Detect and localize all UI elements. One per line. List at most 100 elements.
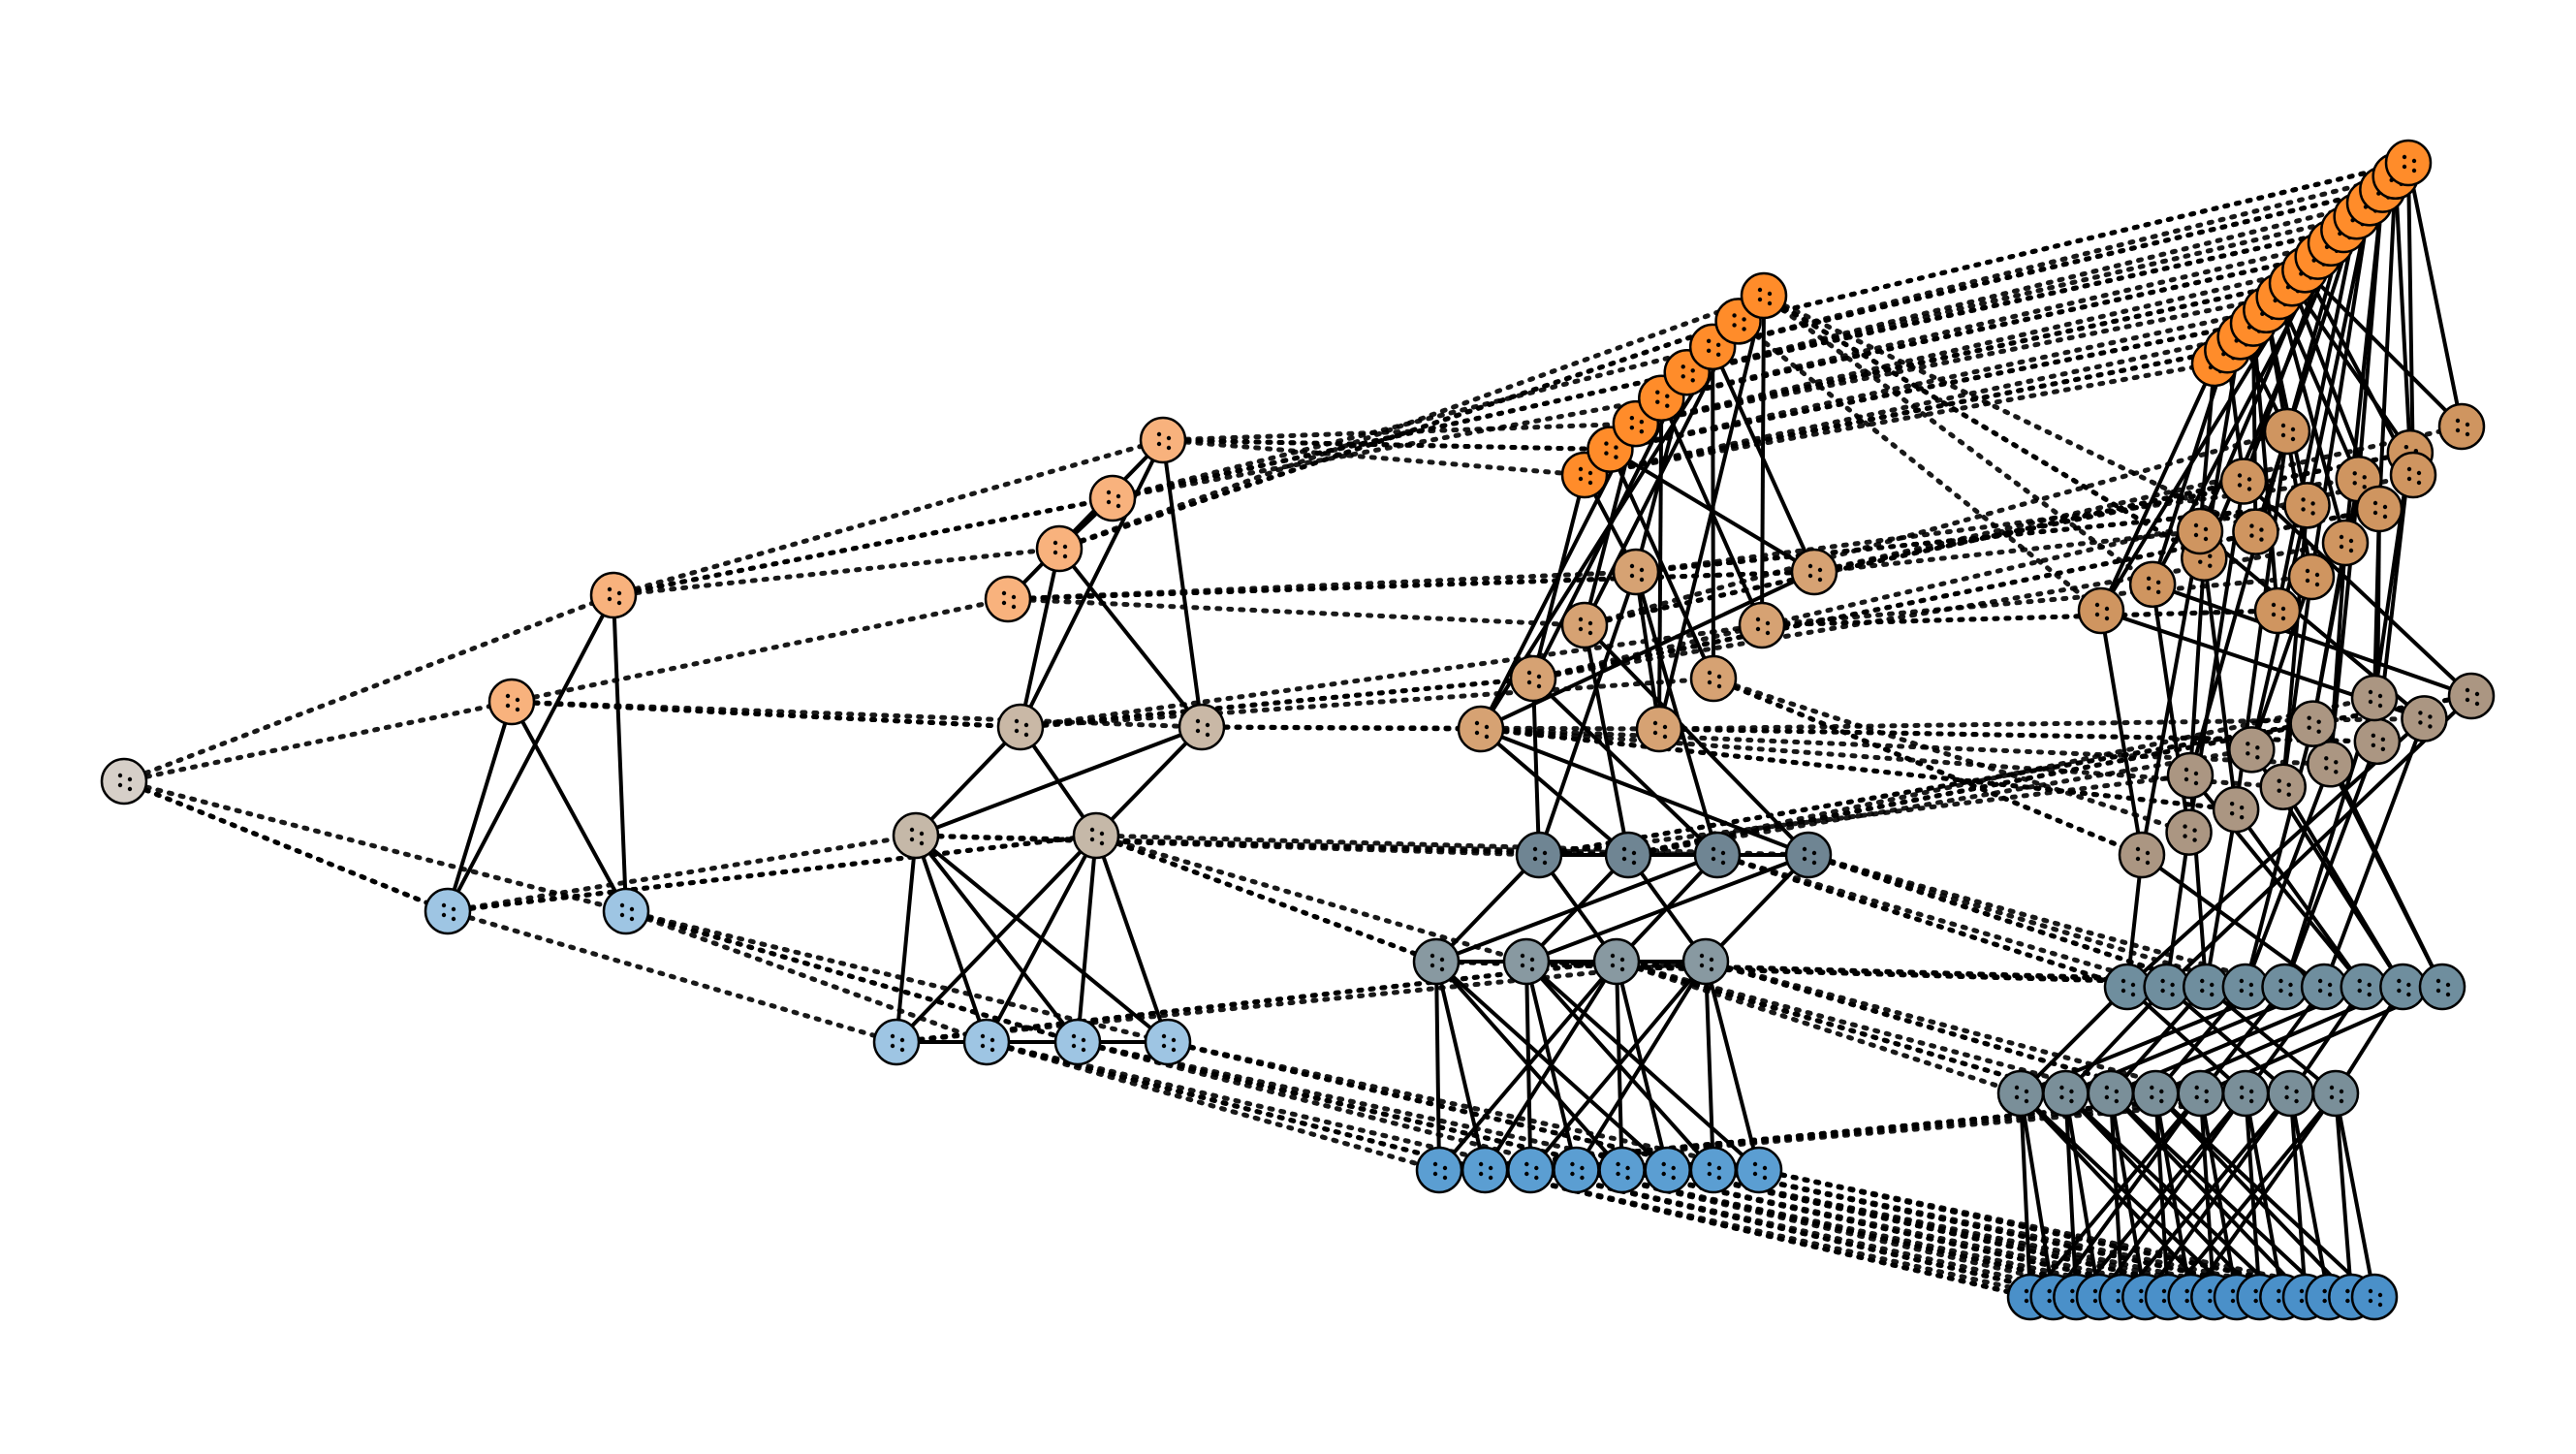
graph-node <box>2259 763 2307 810</box>
solid-edge <box>2165 694 2473 989</box>
node-dot <box>2024 1089 2029 1094</box>
solid-edge <box>2165 985 2292 1095</box>
node-circle <box>2283 482 2331 529</box>
graph-node <box>1996 1069 2045 1118</box>
dotted-edge <box>1093 833 1811 858</box>
dotted-edge <box>1633 294 2282 427</box>
dotted-edge <box>1607 307 2269 453</box>
node-dot <box>505 703 511 709</box>
node-dot <box>2286 792 2291 797</box>
graph-node <box>962 1018 1011 1066</box>
solid-edge <box>2372 508 2381 699</box>
node-dot <box>2465 697 2470 703</box>
node-dot <box>1715 352 1721 358</box>
node-circle <box>2350 1273 2399 1321</box>
graph-node <box>1693 831 1742 879</box>
node-dot <box>2159 1098 2164 1104</box>
node-circle <box>2132 1069 2180 1118</box>
node-dot <box>1716 1175 1722 1181</box>
node-dot <box>2183 824 2187 829</box>
solid-edge <box>2303 268 2464 428</box>
dotted-edge <box>445 833 919 914</box>
graph-node <box>2183 963 2230 1011</box>
solid-edge <box>1704 853 1810 964</box>
node-dot <box>909 837 915 842</box>
node-dot <box>2024 1098 2029 1104</box>
node-dot <box>1205 722 1210 728</box>
node-dot <box>1662 724 1668 730</box>
node-dot <box>1442 1165 1448 1171</box>
graph-node <box>2447 672 2496 720</box>
node-dot <box>505 693 511 699</box>
graph-node <box>872 1018 921 1066</box>
solid-edge <box>1434 853 1541 964</box>
node-dot <box>2299 1298 2305 1304</box>
solid-edge <box>1019 439 1165 728</box>
solid-edge <box>2406 162 2415 476</box>
node-dot <box>1665 394 1670 398</box>
solid-edge <box>2099 610 2144 856</box>
node-dot <box>2277 1298 2281 1304</box>
solid-edge <box>1479 423 1638 730</box>
node-dot <box>2146 585 2152 591</box>
solid-edge <box>1524 960 1761 1172</box>
node-dot <box>1631 850 1637 856</box>
node-dot <box>1742 317 1746 322</box>
node-dot <box>2284 1094 2289 1100</box>
dotted-edge <box>1614 959 2024 1096</box>
solid-edge <box>1479 727 1630 857</box>
solid-edge <box>2063 1091 2262 1299</box>
node-dot <box>2465 422 2470 427</box>
node-dot <box>1661 1171 1666 1177</box>
node-dot <box>1755 626 1761 632</box>
node-dot <box>2294 1098 2299 1104</box>
node-dot <box>2348 548 2354 553</box>
node-circle <box>2321 519 2370 567</box>
node-circle <box>2350 674 2399 722</box>
node-dot <box>2362 475 2367 480</box>
node-dot <box>2146 576 2152 582</box>
node-dot <box>2253 1288 2258 1294</box>
node-dot <box>1081 1047 1086 1053</box>
node-dot <box>2183 776 2189 782</box>
node-dot <box>2246 742 2250 746</box>
graph-node <box>2221 1069 2270 1118</box>
node-dot <box>1432 1161 1438 1167</box>
node-dot <box>2314 572 2320 578</box>
node-dot <box>2402 154 2407 160</box>
node-dot <box>1629 425 1635 430</box>
graph-node <box>1604 831 1652 879</box>
node-dot <box>1115 503 1121 509</box>
graph-node <box>2311 1069 2360 1118</box>
node-dot <box>1166 445 1172 451</box>
solid-edge <box>2251 323 2279 612</box>
dotted-edge <box>1093 833 1439 964</box>
node-circle <box>2340 963 2387 1011</box>
graph-node <box>2350 1273 2399 1321</box>
node-dot <box>1534 1175 1539 1181</box>
node-circle <box>2183 963 2230 1011</box>
node-dot <box>2288 992 2293 997</box>
graph-node <box>602 887 650 935</box>
node-dot <box>1690 378 1695 383</box>
node-dot <box>2428 724 2433 729</box>
node-dot <box>2014 1094 2020 1100</box>
node-dot <box>441 902 447 908</box>
node-dot <box>2161 1288 2167 1294</box>
solid-edge <box>2288 1092 2331 1298</box>
solid-edge <box>914 834 1170 1044</box>
node-circle <box>1178 703 1226 751</box>
node-dot <box>2368 699 2373 705</box>
node-dot <box>2248 992 2254 997</box>
node-dot <box>1629 573 1635 579</box>
solid-edge <box>2393 175 2412 454</box>
node-dot <box>607 596 613 602</box>
node-dot <box>2255 745 2260 750</box>
dotted-edge <box>611 546 1062 598</box>
node-dot <box>1709 966 1714 972</box>
dotted-edge <box>1711 676 2192 836</box>
dotted-edge <box>1714 852 2170 990</box>
dotted-edge <box>1160 437 1587 478</box>
node-dot <box>2159 1089 2164 1094</box>
node-dot <box>919 831 925 837</box>
